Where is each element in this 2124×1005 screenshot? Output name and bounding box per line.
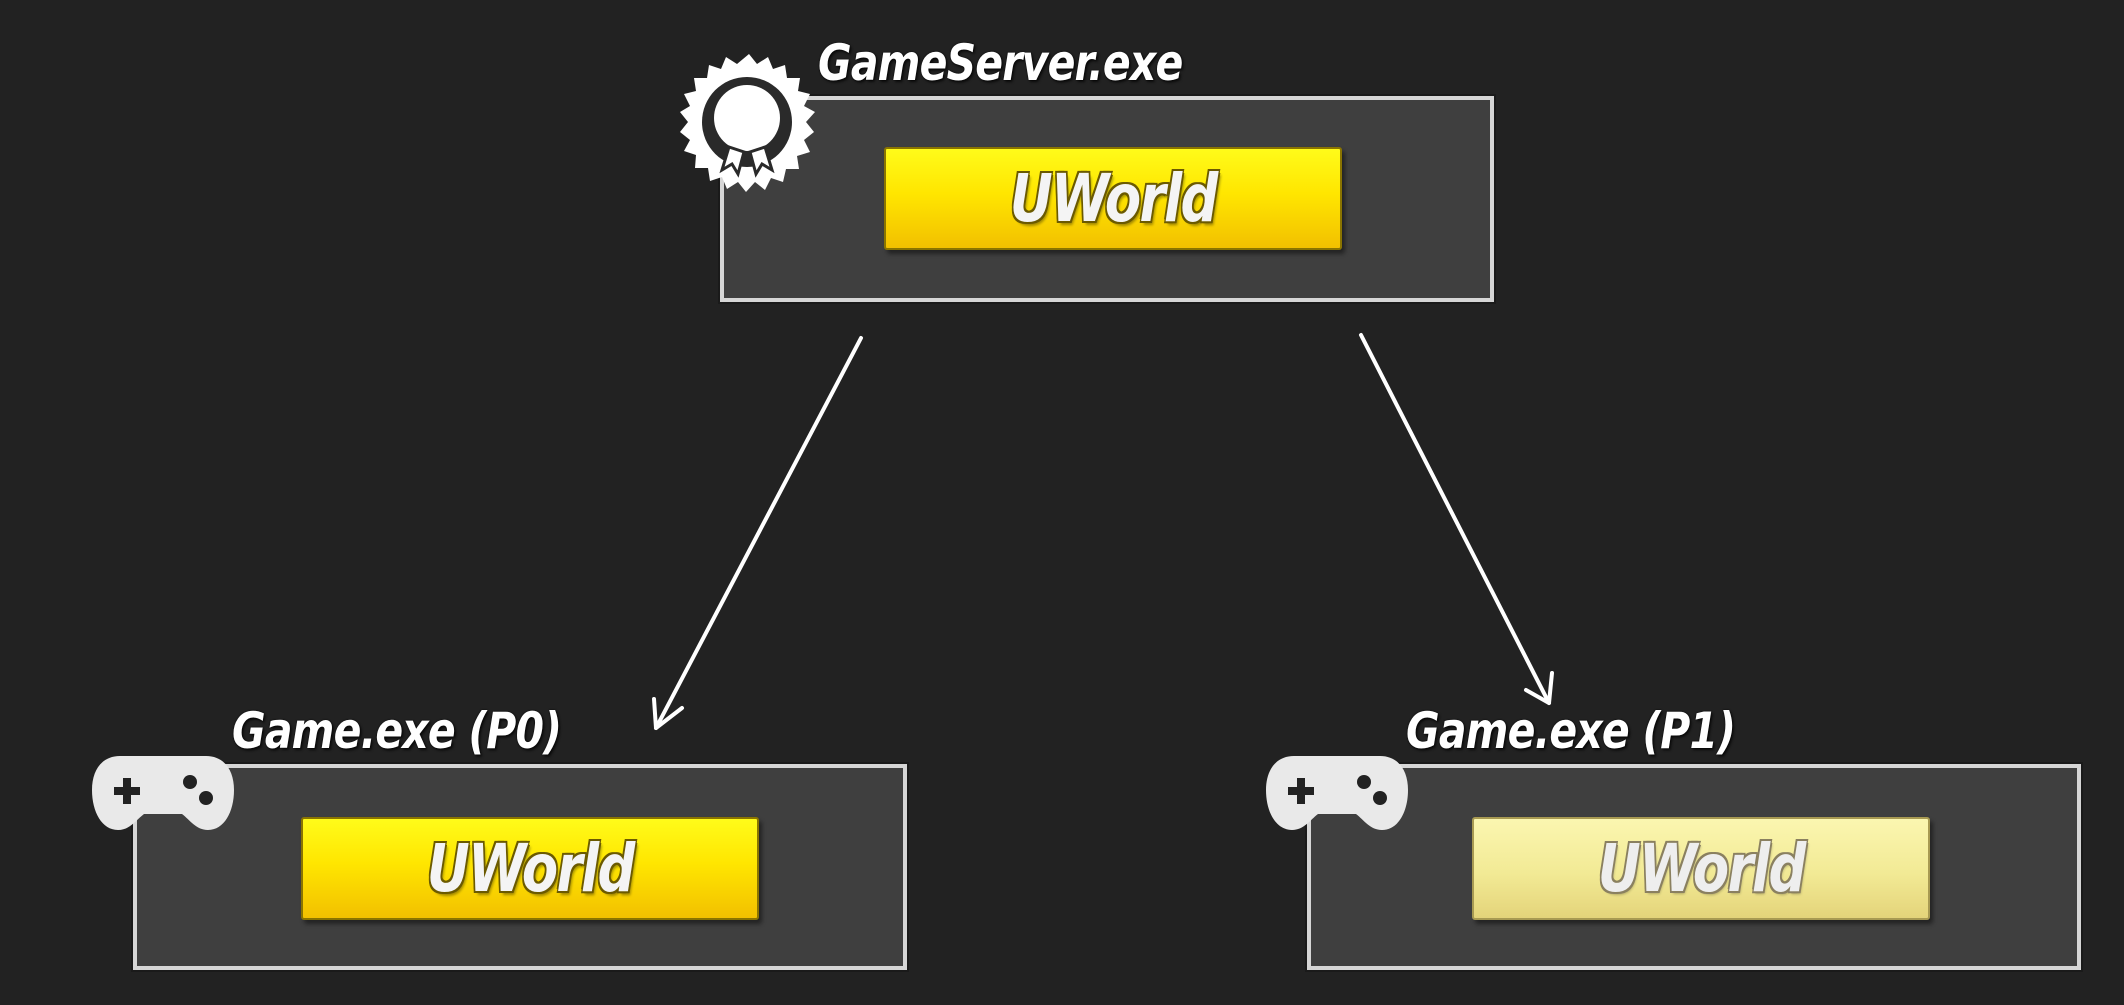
client-p1-uworld-block: UWorld: [1472, 817, 1930, 920]
server-uworld-label: UWorld: [1009, 160, 1218, 237]
client-p0-title: Game.exe (P0): [232, 702, 562, 760]
server-uworld-block: UWorld: [884, 147, 1342, 250]
client-p0-uworld-block: UWorld: [301, 817, 759, 920]
ribbon-badge-icon: [680, 54, 815, 192]
server-title: GameServer.exe: [818, 34, 1183, 92]
server-box: UWorld: [720, 96, 1494, 302]
client-p1-uworld-label: UWorld: [1597, 830, 1806, 907]
arrow-server-to-p0: [652, 336, 863, 730]
arrow-server-to-p1: [1359, 333, 1554, 705]
client-p0-uworld-label: UWorld: [426, 830, 635, 907]
gamepad-icon: [92, 756, 234, 830]
client-p1-box: UWorld: [1307, 764, 2081, 970]
client-p1-title: Game.exe (P1): [1406, 702, 1736, 760]
gamepad-icon: [1266, 756, 1408, 830]
client-p0-box: UWorld: [133, 764, 907, 970]
